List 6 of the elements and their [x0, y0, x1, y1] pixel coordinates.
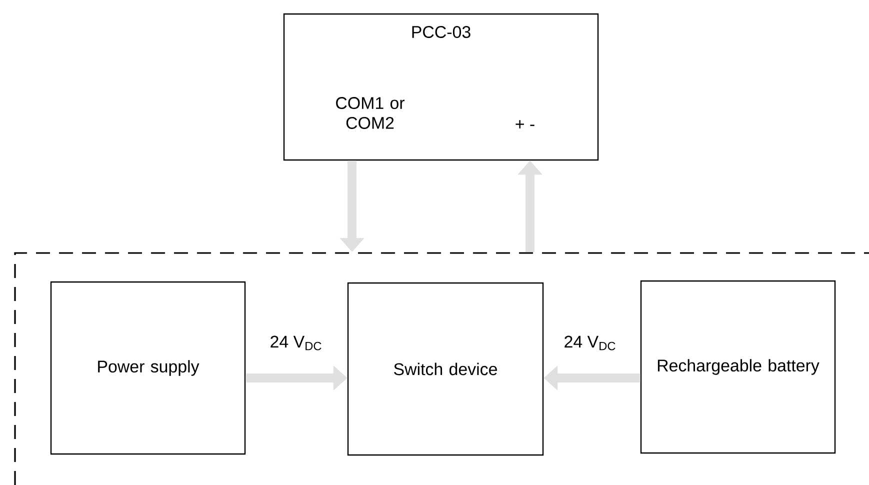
edge-label: 24 V$_{DC}$	[268, 334, 324, 352]
device-box: Switch device	[347, 282, 544, 456]
device-box: PCC-03 COM1 or COM2 + -	[283, 13, 599, 161]
device-box: Rechargeable battery	[640, 280, 836, 454]
device-box: Power supply	[50, 281, 246, 455]
edge-label: 24 V$_{DC}$	[562, 334, 618, 352]
